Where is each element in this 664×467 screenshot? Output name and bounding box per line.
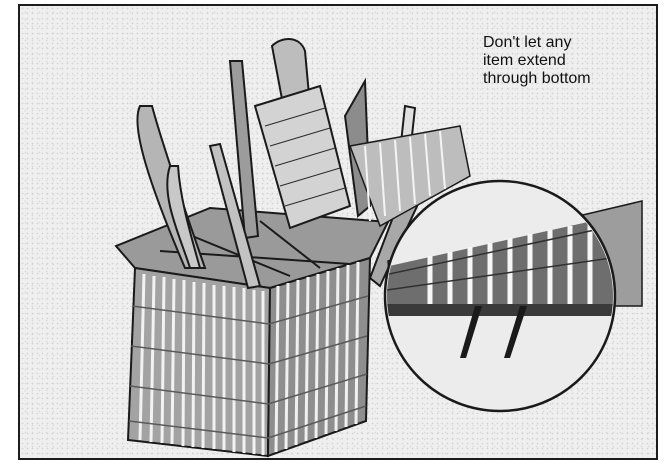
instruction-caption: Don't let any item extend through bottom <box>483 34 653 88</box>
basket <box>116 208 388 456</box>
figure-frame: Don't let any item extend through bottom <box>18 4 658 460</box>
utensil-tray <box>255 86 350 228</box>
